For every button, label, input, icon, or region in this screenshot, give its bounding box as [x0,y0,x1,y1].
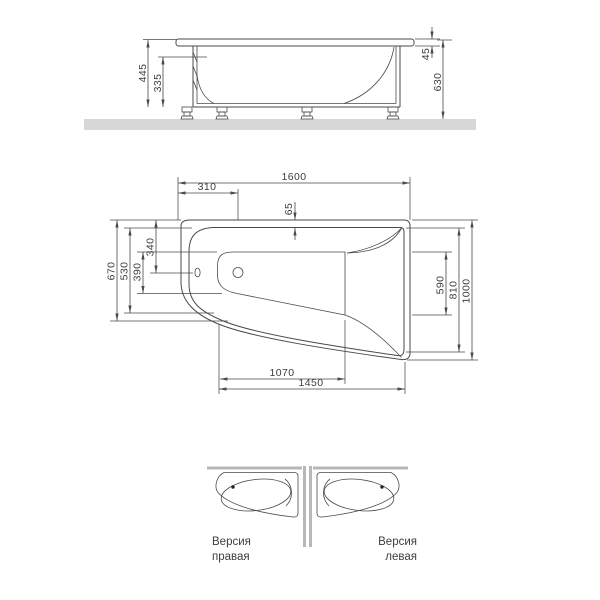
leg [300,106,314,120]
leg [386,106,400,120]
mini-drain-dot [380,485,384,489]
dim-label-1000: 1000 [461,279,473,304]
foot-slope-line [344,314,402,358]
plan-view: 1600 310 65 670 530 390 340 [106,171,478,394]
version-captions: Версия правая Версия левая [212,536,417,563]
tub-outer-outline [180,219,411,361]
tub-body-profile [192,46,401,108]
dim-label-1450: 1450 [299,377,324,389]
dim-label-445: 445 [137,64,149,83]
dim-label-590: 590 [435,276,447,295]
overflow-hole [194,267,201,278]
frame-strut [192,51,198,91]
dim-label-45: 45 [420,48,432,60]
plan-left-dimensions: 670 530 390 340 [106,219,228,322]
dim-label-335: 335 [152,74,164,93]
headrest-curves [346,227,403,254]
mini-basin [323,478,395,512]
version-right-label-line2: правая [212,551,250,563]
dim-label-1070: 1070 [270,367,295,379]
version-right-icon [207,466,306,547]
version-right-label-line1: Версия [212,536,251,548]
support-legs [180,106,400,120]
version-left-label-line2: левая [385,551,417,563]
dim-label-810: 810 [448,281,460,300]
tub-inner-rim [188,227,405,357]
leg [215,106,229,120]
dim-label-340: 340 [145,238,157,257]
mini-tub-outline [215,472,299,518]
dim-label-670: 670 [106,262,118,281]
version-left-label-line1: Версия [378,536,417,548]
floor-slab [84,119,476,130]
plan-bottom-dimensions: 1070 1450 [218,320,406,394]
mini-tub-outline [316,472,400,518]
tub-rim-profile [175,38,415,47]
mini-drain-dot [231,485,235,489]
plan-right-dimensions: 590 810 1000 [406,219,478,361]
dim-label-630: 630 [432,73,444,92]
basin-floor [217,251,346,316]
tub-back-slope [343,46,395,104]
mini-headrest [323,478,331,507]
drain-hole [232,267,244,278]
dim-label-65: 65 [283,203,295,215]
dim-label-1600: 1600 [282,171,307,183]
leg [180,106,194,120]
plan-top-dimensions: 1600 310 65 [177,171,411,240]
side-view-dimensions: 445 335 45 630 [137,27,452,120]
version-left-icon [309,466,408,547]
mini-basin [220,478,292,512]
dim-label-310: 310 [198,181,217,193]
tub-front-slope [196,74,215,104]
dim-label-530: 530 [119,262,131,281]
dim-label-390: 390 [132,263,144,282]
side-elevation-view: 445 335 45 630 [84,27,476,130]
mini-headrest [284,478,292,507]
